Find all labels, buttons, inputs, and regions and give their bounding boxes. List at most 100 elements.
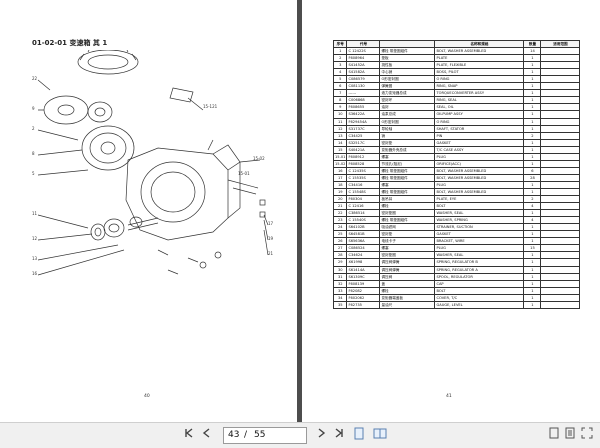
table-cell: 油泵总成 [379, 110, 436, 119]
table-cell: 14 [523, 47, 542, 56]
table-cell: 19 [332, 187, 348, 197]
table-cell: C386514 [346, 209, 381, 218]
svg-text:19: 19 [268, 236, 274, 241]
page-input[interactable]: 43 / 55 [223, 427, 307, 444]
table-cell: 28 [332, 251, 348, 260]
table-cell: SHAFT, STATOR [434, 124, 525, 133]
table-cell: O形密封圈 [379, 117, 436, 126]
table-cell [540, 180, 581, 189]
prev-page-button[interactable] [200, 427, 214, 443]
table-cell: 10 [332, 110, 348, 119]
table-cell: C 12435S [346, 166, 381, 175]
table-cell: TORQUECONVERTER ASSY [434, 89, 525, 98]
fit-page-button[interactable] [548, 427, 560, 443]
table-cell: 1 [523, 258, 542, 267]
next-page-button[interactable] [314, 427, 328, 443]
table-cell: S64102B [346, 223, 381, 232]
table-cell: 螺栓 带垫圈组件 [379, 187, 436, 197]
table-cell: GAUGE, LEVEL [434, 300, 525, 309]
fullscreen-button[interactable] [580, 427, 594, 443]
table-cell: 电线卡子 [379, 237, 436, 246]
table-cell [540, 286, 581, 295]
table-header-row: 序号 代号 名称和规格 数量 适用范围 [332, 39, 581, 49]
table-cell: 调压阀弹簧 [379, 265, 436, 274]
table-cell: 螺栓 带垫圈组件 [379, 47, 436, 56]
table-cell: 盖 [379, 279, 436, 288]
table-cell: 35 [332, 300, 348, 309]
table-cell: 1 [523, 152, 542, 161]
table-cell: 螺栓 带垫圈组件 [379, 166, 436, 175]
svg-text:17: 17 [268, 221, 274, 226]
table-cell: 6 [523, 166, 542, 175]
fullscreen-icon [581, 427, 593, 439]
table-cell: 1 [523, 279, 542, 288]
table-cell: 螺栓 带垫圈组件 [379, 216, 436, 225]
table-cell: 31 [332, 272, 348, 281]
svg-text:21: 21 [268, 251, 274, 256]
single-page-view-button[interactable] [352, 427, 366, 443]
table-cell: 螺栓 [379, 286, 436, 295]
table-cell [540, 173, 581, 182]
table-cell [540, 75, 581, 84]
table-cell: 15 [523, 244, 542, 253]
table-cell: F62082 [346, 286, 381, 295]
table-cell: 28 [523, 173, 542, 182]
table-cell: C34624 [346, 251, 381, 260]
table-cell: 1 [523, 145, 542, 154]
table-cell: 1 [523, 82, 542, 91]
table-cell: BOLT, WASHER ASSEMBLED [434, 47, 525, 56]
prev-page-icon [202, 428, 210, 438]
last-page-button[interactable] [332, 427, 346, 443]
table-cell: 1 [523, 223, 542, 232]
table-cell: C086524 [346, 244, 381, 253]
first-page-button[interactable] [182, 427, 196, 443]
table-cell: 14 [332, 138, 348, 147]
table-cell: 1 [523, 286, 542, 295]
table-cell: 33 [332, 286, 348, 295]
table-cell: ------ [346, 89, 381, 98]
fit-width-button[interactable] [564, 427, 576, 443]
table-cell: 23 [332, 216, 348, 225]
table-cell: CAP [434, 279, 525, 288]
first-page-icon [185, 428, 193, 438]
table-cell [540, 223, 581, 232]
table-cell [540, 272, 581, 281]
two-page-view-button[interactable] [372, 427, 388, 443]
table-cell: GASKET [434, 138, 525, 147]
page-icon [549, 427, 559, 439]
table-cell: 中心销 [379, 68, 436, 77]
col-header: 适用范围 [540, 39, 581, 49]
table-cell: 24 [332, 223, 348, 232]
svg-text:16: 16 [32, 271, 38, 276]
table-cell [540, 202, 581, 211]
table-cell: 2 [523, 131, 542, 140]
table-cell: S31737C [346, 124, 381, 133]
table-cell: 1 [523, 180, 542, 189]
table-cell: 15-01 [332, 152, 348, 161]
table-cell: 销 [379, 131, 436, 140]
table-cell: S40421A [346, 145, 381, 154]
table-cell: 挠性板 [379, 61, 436, 70]
table-cell: WASHER, SEAL [434, 209, 525, 218]
document-viewport[interactable]: 01-02-01 变速箱 其 1 [0, 0, 600, 422]
table-cell: 5 [332, 75, 348, 84]
table-cell: S41582A [346, 68, 381, 77]
table-cell: S32517C [346, 138, 381, 147]
table-cell [540, 159, 581, 168]
table-cell [540, 251, 581, 260]
table-cell: 变矩器外壳总成 [379, 145, 436, 154]
